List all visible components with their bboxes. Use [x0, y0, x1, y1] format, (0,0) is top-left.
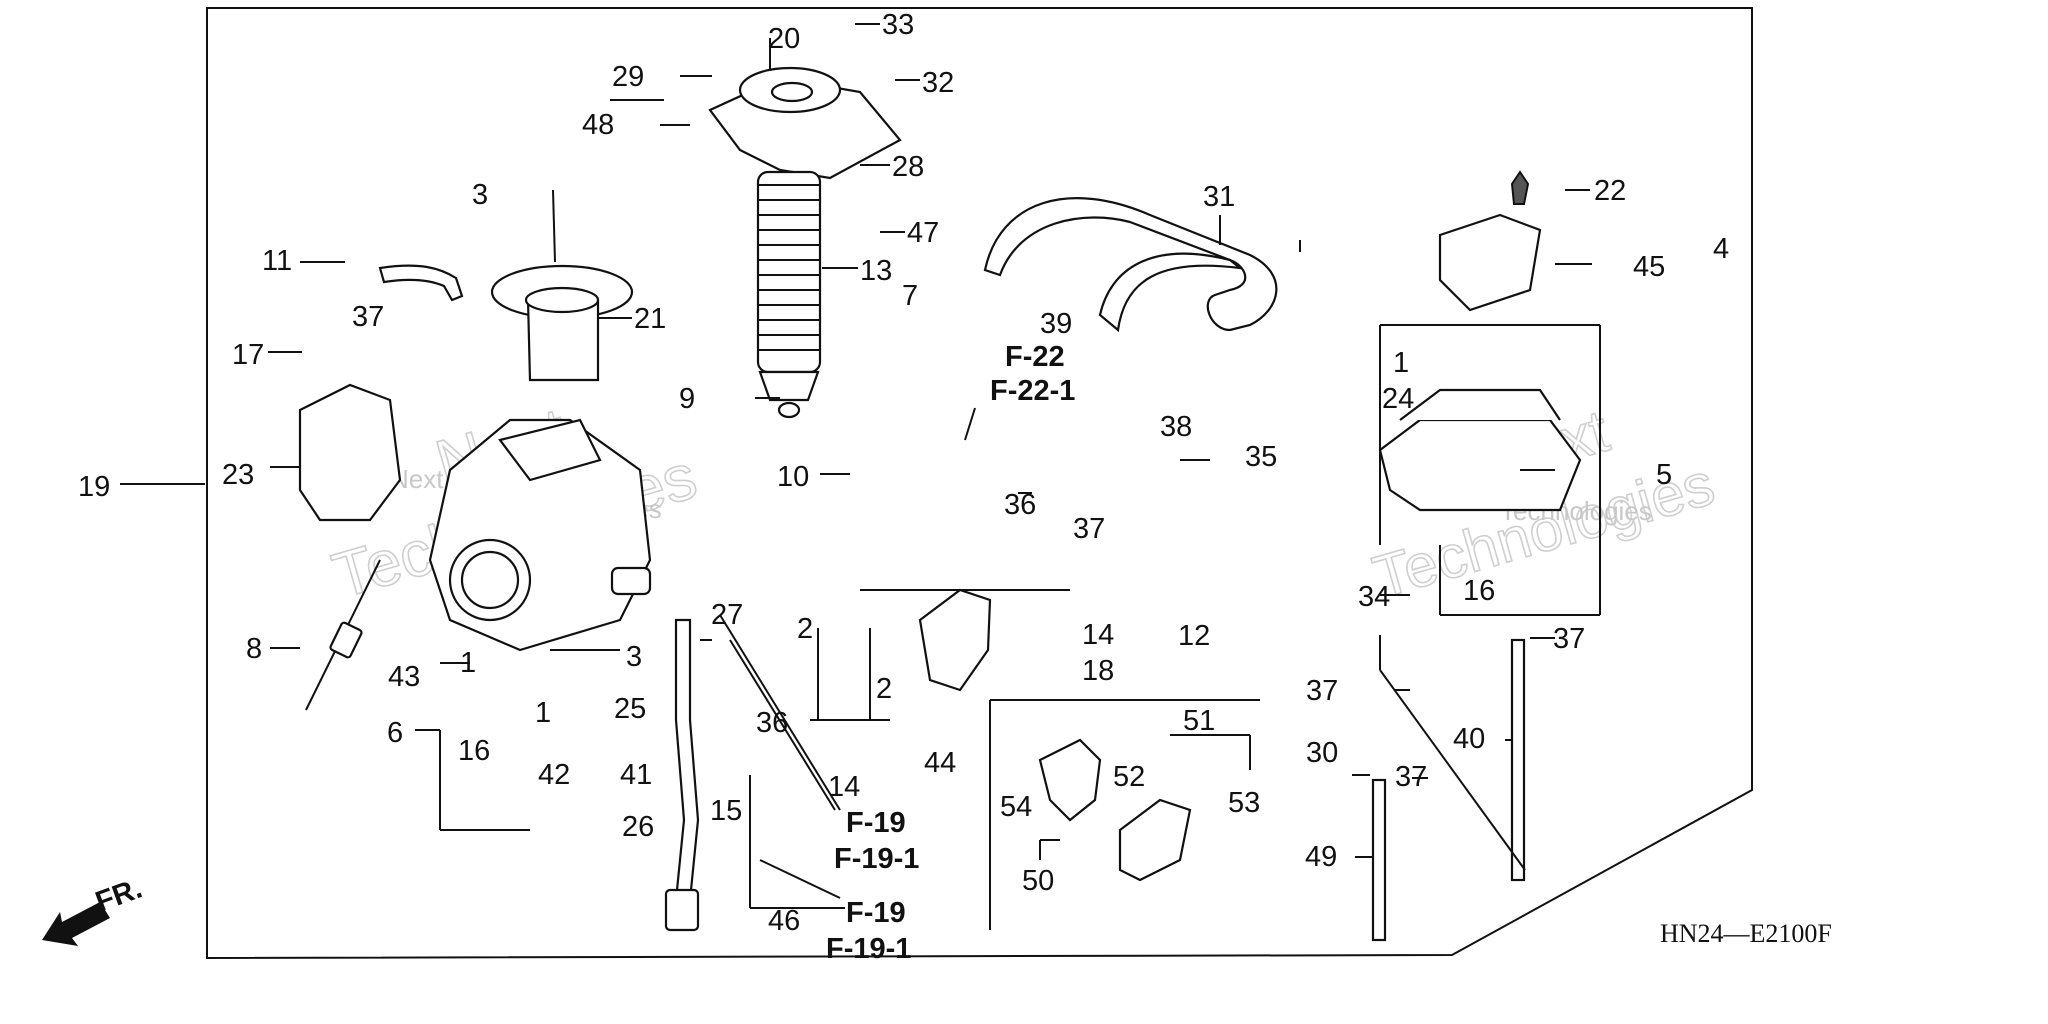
callout-19: 19 — [78, 471, 110, 503]
callout-28: 28 — [892, 151, 924, 183]
callout-20: 20 — [768, 23, 800, 55]
callout-23: 23 — [222, 459, 254, 491]
callout-45: 45 — [1633, 251, 1665, 283]
ref-f-19-b: F-19 — [846, 897, 906, 929]
vacuum-piston-part — [490, 189, 634, 382]
callout-4: 4 — [1713, 233, 1729, 265]
callout-37-c: 37 — [1553, 623, 1585, 655]
callout-16-a: 16 — [1463, 575, 1495, 607]
callout-52: 52 — [1113, 761, 1145, 793]
callout-38: 38 — [1160, 411, 1192, 443]
carburetor-body-part — [428, 418, 652, 652]
callout-48: 48 — [582, 109, 614, 141]
callout-51: 51 — [1183, 705, 1215, 737]
top-cover-part — [708, 66, 902, 180]
ref-f-19-1-b: F-19-1 — [826, 933, 911, 965]
callout-3-b: 3 — [626, 641, 642, 673]
float-needle-part — [1510, 170, 1530, 205]
callout-14-a: 14 — [1082, 619, 1114, 651]
callout-40: 40 — [1453, 723, 1485, 755]
drain-tube-part — [1098, 252, 1244, 333]
callout-18: 18 — [1082, 655, 1114, 687]
leader-lines — [120, 23, 1601, 930]
callout-2-a: 2 — [797, 613, 813, 645]
callout-37-e: 37 — [1395, 761, 1427, 793]
svg-text:FR.: FR. — [91, 873, 146, 919]
callout-1-c: 1 — [535, 697, 551, 729]
callout-6: 6 — [387, 717, 403, 749]
diagram-code: HN24—E2100F — [1660, 919, 1832, 948]
callout-13: 13 — [860, 255, 892, 287]
callout-5: 5 — [1656, 459, 1672, 491]
callout-32: 32 — [922, 67, 954, 99]
rod-49-part — [1371, 778, 1387, 942]
callout-50: 50 — [1022, 865, 1054, 897]
callout-37-d: 37 — [1306, 675, 1338, 707]
callout-11: 11 — [262, 245, 292, 277]
callout-7: 7 — [902, 280, 918, 312]
diagram-frame — [206, 7, 1753, 960]
callout-54: 54 — [1000, 791, 1032, 823]
vent-tube-part — [983, 197, 1278, 332]
harness-connector-part — [664, 888, 700, 932]
callout-34: 34 — [1358, 581, 1390, 613]
callout-37-b: 37 — [1073, 513, 1105, 545]
float-chamber-part — [1378, 388, 1582, 512]
callout-1-b: 1 — [460, 647, 476, 679]
callout-29: 29 — [612, 61, 644, 93]
float-part — [1438, 213, 1542, 312]
ref-f-22-1: F-22-1 — [990, 375, 1075, 407]
callout-37-a: 37 — [352, 301, 384, 333]
callout-31: 31 — [1203, 181, 1235, 213]
callout-27: 27 — [711, 599, 743, 631]
callout-42: 42 — [538, 759, 570, 791]
callout-12: 12 — [1178, 620, 1210, 652]
cover-23-part — [298, 383, 402, 522]
callout-43: 43 — [388, 661, 420, 693]
callout-30: 30 — [1306, 737, 1338, 769]
fuel-hose-part — [378, 264, 464, 302]
callout-3: 3 — [472, 179, 488, 211]
callout-44: 44 — [924, 747, 956, 779]
callout-15: 15 — [710, 795, 742, 827]
callout-25: 25 — [614, 693, 646, 725]
diaphragm-spring-part — [756, 170, 822, 419]
callout-labels: 33 20 32 29 48 28 47 3 11 37 21 13 31 22… — [78, 9, 1729, 965]
callout-1-a: 1 — [1393, 347, 1409, 379]
callout-8: 8 — [246, 633, 262, 665]
callout-22: 22 — [1594, 175, 1626, 207]
ref-f-19-a: F-19 — [846, 807, 906, 839]
callout-46: 46 — [768, 905, 800, 937]
sensor-44-part — [918, 588, 992, 692]
callout-41: 41 — [620, 759, 652, 791]
ref-f-22: F-22 — [1005, 341, 1065, 373]
callout-2-b: 2 — [876, 673, 892, 705]
callout-36-a: 36 — [1004, 489, 1036, 521]
callout-53: 53 — [1228, 787, 1260, 819]
callout-35: 35 — [1245, 441, 1277, 473]
callout-21: 21 — [634, 303, 666, 335]
callout-24: 24 — [1382, 383, 1414, 415]
callout-49: 49 — [1305, 841, 1337, 873]
wire-harness-part — [674, 618, 700, 902]
pilot-screw-part — [305, 559, 381, 711]
rod-40-part — [1510, 638, 1526, 882]
callout-14-b: 14 — [828, 771, 860, 803]
callout-33: 33 — [882, 9, 914, 41]
callout-36-b: 36 — [756, 707, 788, 739]
callout-17: 17 — [232, 339, 264, 371]
callout-10: 10 — [777, 461, 809, 493]
callout-9: 9 — [679, 383, 695, 415]
callout-26: 26 — [622, 811, 654, 843]
sensor-51-part — [1118, 798, 1192, 882]
callout-39: 39 — [1040, 308, 1072, 340]
ref-f-19-1-a: F-19-1 — [834, 843, 919, 875]
callout-16-b: 16 — [458, 735, 490, 767]
callout-47: 47 — [907, 217, 939, 249]
sensor-50-part — [1038, 738, 1102, 822]
front-direction-arrow: FR. — [42, 873, 146, 946]
